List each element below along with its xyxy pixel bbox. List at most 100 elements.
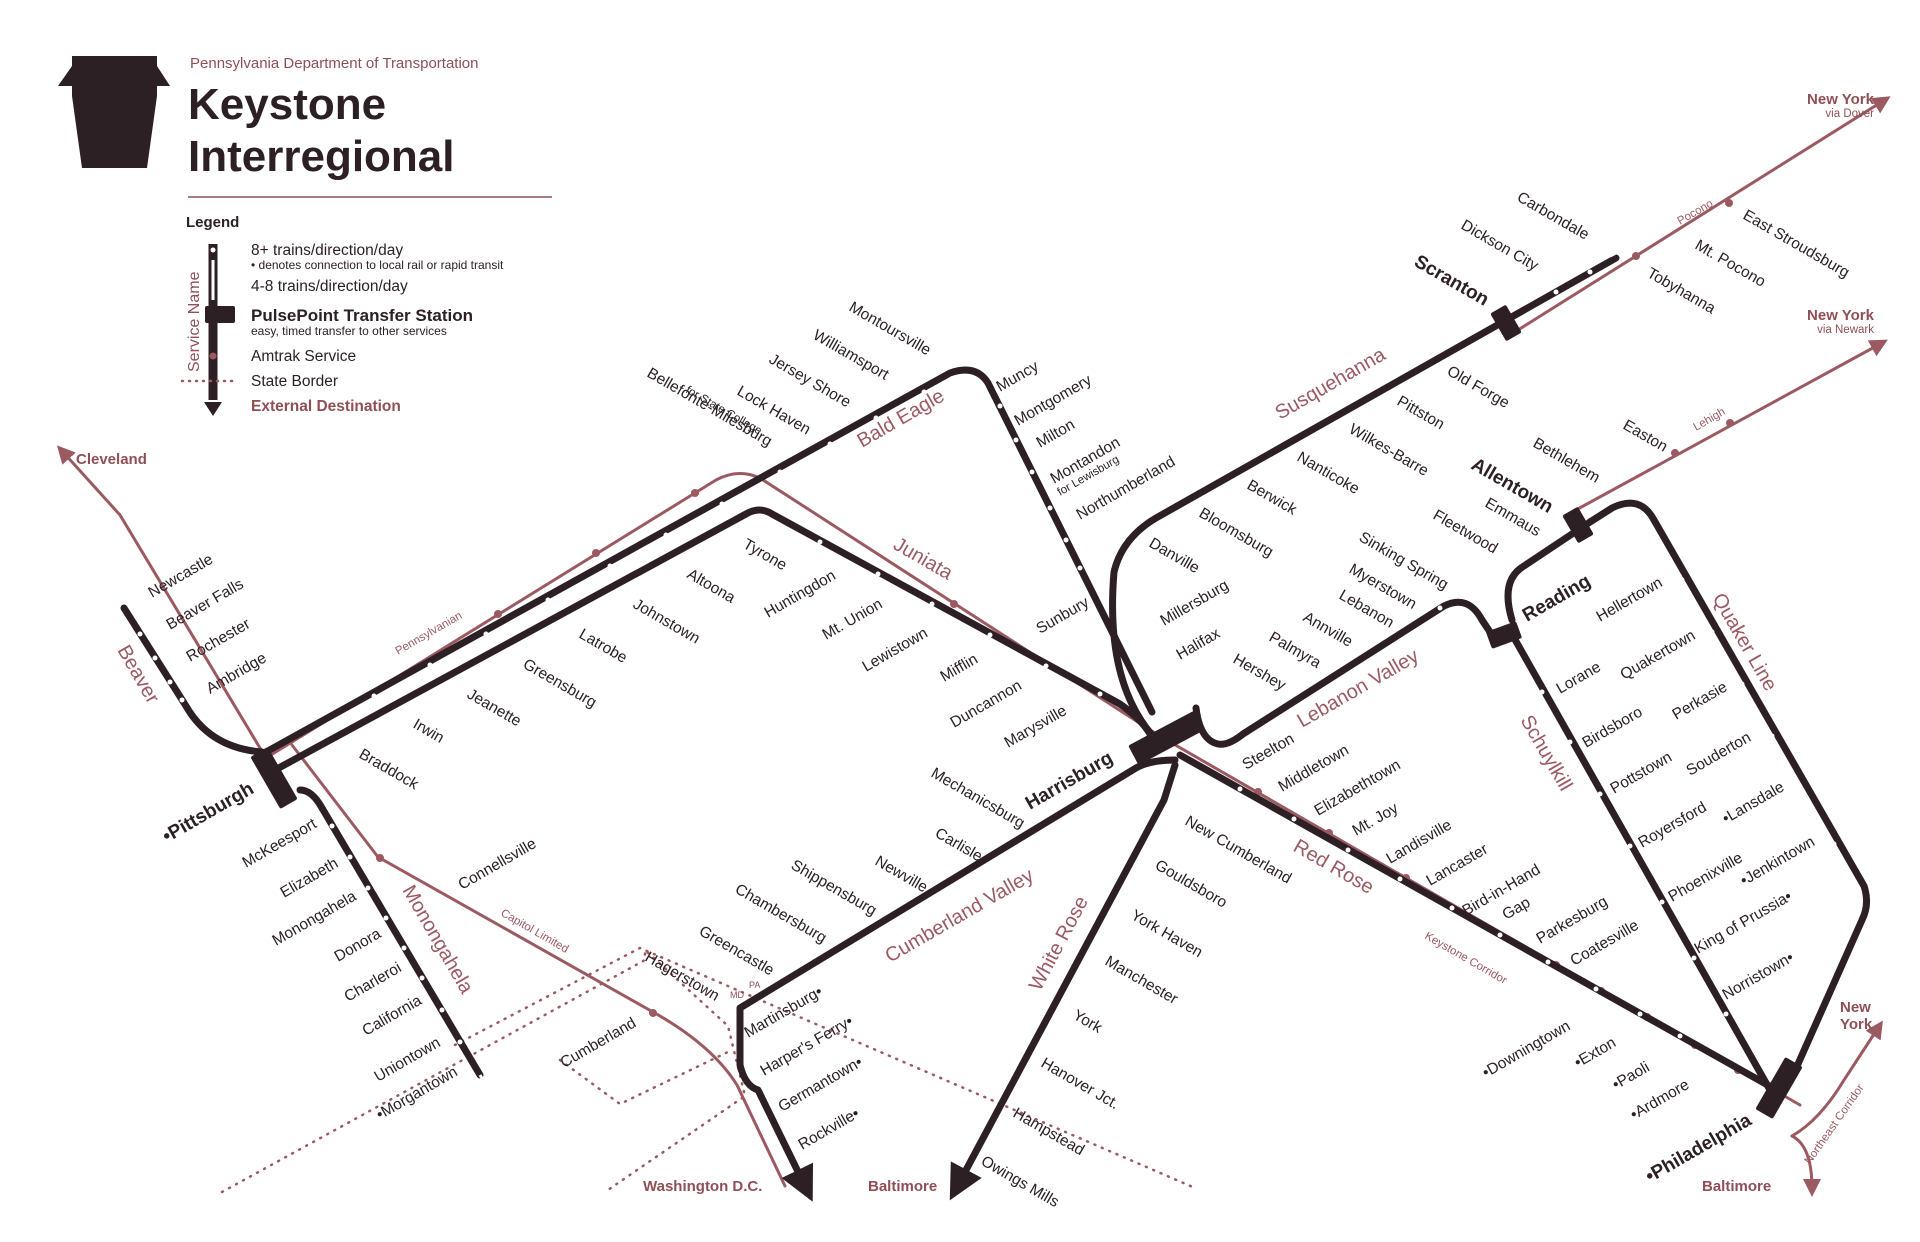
station-label: Lewistown [860,625,931,676]
amtrak-lehigh [1574,339,1888,512]
station-label: York Haven [1128,907,1205,962]
border-wv-md-south [558,1048,734,1106]
station-label: Easton [1620,417,1670,456]
station-label: Johnstown [630,596,703,648]
line-allentown-spur [1504,518,1594,624]
station-label: California [360,992,426,1040]
ext-ny-newark: New York [1807,307,1875,324]
station-label: Greencastle [696,923,777,980]
station-label: •Downingtown [1480,1017,1574,1081]
station-label: Fleetwood [1430,507,1500,557]
service-schuylkill: Schuylkill [1516,712,1577,795]
pulsepoint-allentown [1562,507,1594,543]
station-label: Mifflin [938,651,981,686]
station-label: Cumberland [558,1015,640,1072]
station-label: Huntingdon [762,567,839,621]
border-label-md: MD [730,990,744,1000]
legend-amtrak: Amtrak Service [251,348,356,365]
station-label: King of Prussia• [1692,888,1795,958]
service-monongahela: Monongahela [398,882,478,999]
station-label: Owings Mills [978,1153,1062,1211]
station-label: Tyrone [740,536,790,574]
station-label: Quakertown [1618,627,1699,684]
hub-reading: Reading [1519,571,1594,627]
org-name: Pennsylvania Department of Transportatio… [190,55,479,72]
ext-washington: Washington D.C. [643,1178,762,1195]
page-title-line2: Interregional [188,132,455,181]
legend-freq-mid: 4-8 trains/direction/day [251,278,408,295]
station-label: Steelton [1240,730,1298,773]
amtrak-label-keystone-corridor: Keystone Corridor [1423,930,1509,987]
legend-external: External Destination [251,398,401,415]
line-quaker [1586,499,1871,1086]
hub-philadelphia: •Philadelphia [1642,1110,1756,1188]
stations-pocono: Tobyhanna Mt. Pocono East Stroudsburg [1644,207,1852,318]
legend-pulsepoint-icon [205,306,235,323]
station-label: Rockville• [796,1105,863,1153]
station-label: Old Forge [1444,363,1512,412]
station-label: Hellertown [1594,574,1666,625]
station-label: Lancaster [1424,841,1491,890]
station-label: Carbondale [1514,189,1592,244]
station-label: Connellsville [456,835,540,893]
station-label: Shippensburg [788,857,879,920]
station-label: Donora [332,925,385,965]
pulsepoint-stations [251,305,1802,1119]
amtrak-to-cleveland [56,445,268,760]
station-label: Gouldsboro [1152,857,1230,912]
morgantown-stub [478,1074,488,1086]
station-label: •Exton [1572,1034,1620,1071]
hub-pittsburgh: •Pittsburgh [159,778,258,847]
station-label: Wilkes-Barre [1346,421,1431,480]
state-borders [220,946,1197,1194]
legend-pulsepoint-note: easy, timed transfer to other services [251,324,447,338]
amtrak-nec-south [1790,1134,1821,1197]
station-label: Carlisle [932,825,985,866]
station-label: Charleroi [342,959,405,1005]
station-label: Hershey [1230,651,1289,695]
station-label: •Paoli [1610,1059,1653,1094]
legend-arrow-icon [204,402,222,416]
ext-ny-dover-note: via Dover [1825,108,1874,120]
keystone-logo [58,56,170,168]
station-label: Palmyra [1266,629,1324,672]
station-label: Landisville [1384,817,1455,868]
station-label: Phoenixville [1666,849,1746,905]
amtrak-pocono [1516,96,1891,332]
station-label: Pottstown [1608,749,1675,798]
legend: Legend Service Name 8+ trains/direction/… [180,214,504,416]
service-white-rose: White Rose [1025,893,1093,995]
station-label: Hanover Jct. [1038,1055,1122,1113]
station-label: Mt. Joy [1350,800,1402,840]
station-label: Sunbury [1034,594,1093,638]
pulsepoint-reading [1486,621,1522,649]
station-label: Perkasie [1670,679,1731,724]
service-susquehanna: Susquehanna [1272,343,1391,424]
station-label: Altoona [684,566,738,607]
station-label: Jersey Shore [766,351,854,411]
line-beaver [120,604,266,756]
station-label: •Lansdale [1720,779,1788,828]
ext-baltimore-nec: Baltimore [1702,1178,1771,1195]
pulsepoint-harrisburg [1128,711,1204,765]
station-label: Halifax [1174,625,1224,664]
line-bald-eagle [262,366,1156,756]
station-label: Lorane [1554,659,1604,698]
stations-marc: Martinsburg• Harper's Ferry• Germantown•… [742,983,866,1153]
service-beaver: Beaver [113,642,164,708]
station-label: Greensburg [520,656,599,712]
station-label: Latrobe [576,626,630,667]
station-label: McKeesport [240,815,321,871]
station-label: •Ardmore [1628,1076,1693,1123]
legend-freq-high-note: • denotes connection to local rail or ra… [251,258,504,272]
stations-cumberland-valley: Mechanicsburg Carlisle Newville Shippens… [642,765,1028,1005]
station-label: Hagerstown [642,949,722,1005]
pulsepoint-philadelphia [1756,1057,1802,1119]
hub-scranton: Scranton [1411,251,1493,310]
line-cumberland-valley [736,756,1179,1202]
amtrak-label-pocono: Pocono [1676,198,1716,228]
station-label: Mechanicsburg [928,765,1028,832]
station-label: Milton [1034,416,1078,451]
station-label: Manchester [1102,953,1181,1008]
